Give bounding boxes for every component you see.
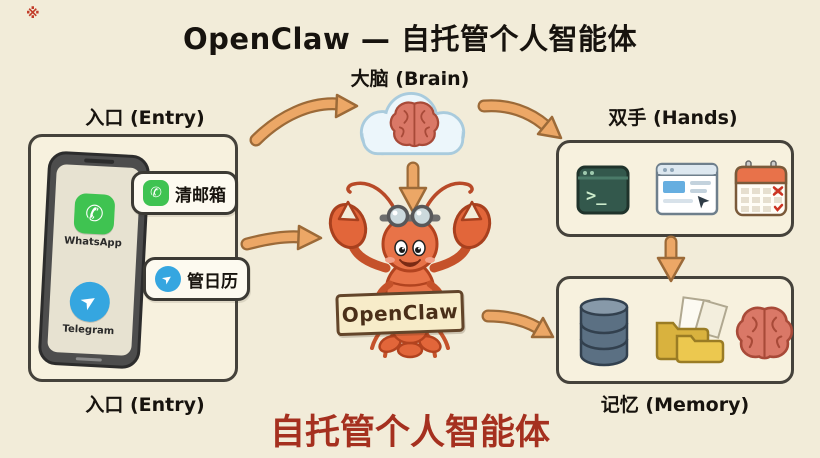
arrow-entry-to-brain (249, 93, 359, 147)
bubble-text: 管日历 (187, 271, 238, 292)
arrow-brain-to-hands (477, 99, 563, 140)
cursor-icon (696, 194, 713, 212)
calendar-icon (734, 160, 788, 217)
entry-label-top: 入口 (Entry) (85, 107, 205, 129)
whatsapp-icon: ✆ (143, 180, 169, 206)
subtitle: 自托管个人智能体 (269, 413, 550, 453)
brain-icon (389, 101, 440, 148)
mouth (399, 259, 421, 267)
hands-box: >_ (556, 140, 794, 237)
telegram-icon: ➤ (68, 280, 111, 323)
whatsapp-app: ✆ WhatsApp (61, 192, 128, 249)
entry-box: ✆ WhatsApp ➤ Telegram ✆ 清邮箱 ➤ 管日历 (28, 134, 250, 382)
browser-icon (655, 162, 719, 216)
memory-label: 记忆 (Memory) (600, 394, 750, 416)
cheek (425, 257, 435, 263)
antennae (346, 181, 474, 212)
terminal-icon: >_ (576, 165, 630, 215)
folder-icon (655, 296, 729, 364)
telegram-icon: ➤ (155, 266, 181, 292)
telegram-label: Telegram (62, 323, 115, 338)
memory-box (556, 276, 794, 384)
watermark-mark: ※ (26, 6, 40, 22)
cheek (385, 257, 395, 263)
chat-bubble-calendar: ➤ 管日历 (143, 257, 250, 301)
openclaw-sign: OpenClaw (335, 289, 465, 337)
whatsapp-icon: ✆ (73, 192, 116, 235)
head (379, 204, 441, 273)
brain-label: 大脑 (Brain) (350, 68, 470, 90)
brain-icon (735, 306, 794, 360)
chat-bubble-email: ✆ 清邮箱 (131, 171, 238, 215)
lobster-mascot: OpenClaw (298, 168, 522, 388)
database-icon (579, 297, 629, 367)
phone-home-bar (75, 357, 102, 362)
phone-speaker (84, 158, 115, 164)
terminal-prompt: >_ (586, 186, 607, 206)
phone-screen: ✆ WhatsApp ➤ Telegram (47, 163, 141, 357)
telegram-app: ➤ Telegram (56, 280, 123, 337)
right-claw (452, 200, 492, 249)
page-title: OpenClaw — 自托管个人智能体 (182, 22, 637, 56)
eyes (394, 239, 426, 257)
whatsapp-label: WhatsApp (63, 235, 123, 250)
bubble-text: 清邮箱 (175, 185, 226, 206)
entry-label-bottom: 入口 (Entry) (85, 394, 205, 416)
brain-cloud (346, 84, 480, 166)
left-claw (328, 200, 368, 249)
hands-label: 双手 (Hands) (608, 107, 738, 129)
